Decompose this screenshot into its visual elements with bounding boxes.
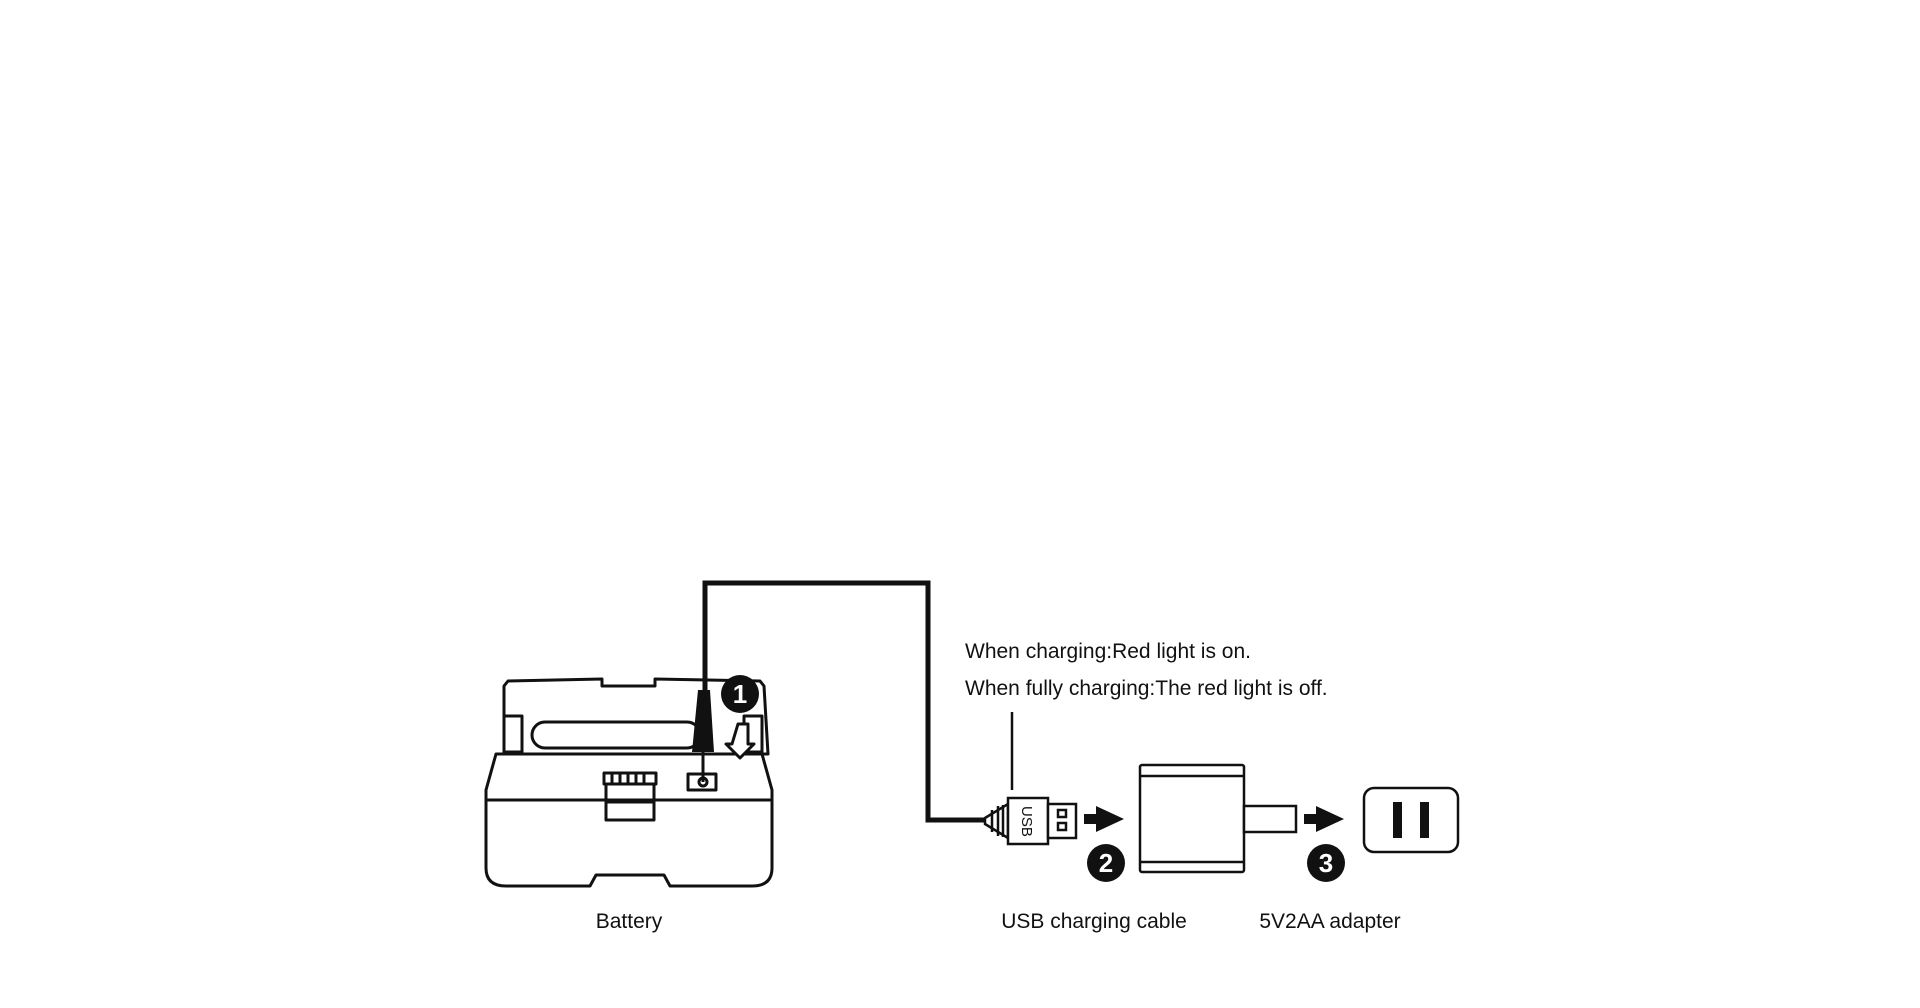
label-adapter: 5V2AA adapter [1259,910,1400,933]
label-usb-cable: USB charging cable [1001,910,1187,933]
dc-plug-icon [692,690,714,788]
right-arrow-icon [1084,806,1124,832]
adapter-prongs [1242,804,1298,834]
usb-plug-icon [983,796,1078,846]
battery-dock-icon [484,677,774,888]
charging-cable [702,580,992,823]
usb-plug-body [1006,796,1050,846]
battery-slot [530,720,702,750]
step-badge-2: 2 [1087,844,1125,882]
down-arrow-icon [724,722,756,760]
usb-label: USB [1018,806,1035,837]
wall-adapter-icon [1138,763,1298,874]
step-badge-1: 1 [721,675,759,713]
note-fully-charged: When fully charging:The red light is off… [965,677,1328,700]
socket-slot-right [1420,802,1429,838]
note-charging: When charging:Red light is on. [965,640,1251,663]
right-arrow-icon [1304,806,1344,832]
power-socket-icon [1362,786,1460,854]
battery-left-clip [502,714,524,754]
adapter-body [1138,763,1246,874]
usb-strain-relief [983,801,1010,841]
label-battery: Battery [596,910,663,933]
step-number-2: 2 [1099,848,1113,878]
battery-lower-body [484,752,774,888]
step-badge-3: 3 [1307,844,1345,882]
step-number-1: 1 [733,679,747,709]
step-number-3: 3 [1319,848,1333,878]
socket-slot-left [1393,802,1402,838]
